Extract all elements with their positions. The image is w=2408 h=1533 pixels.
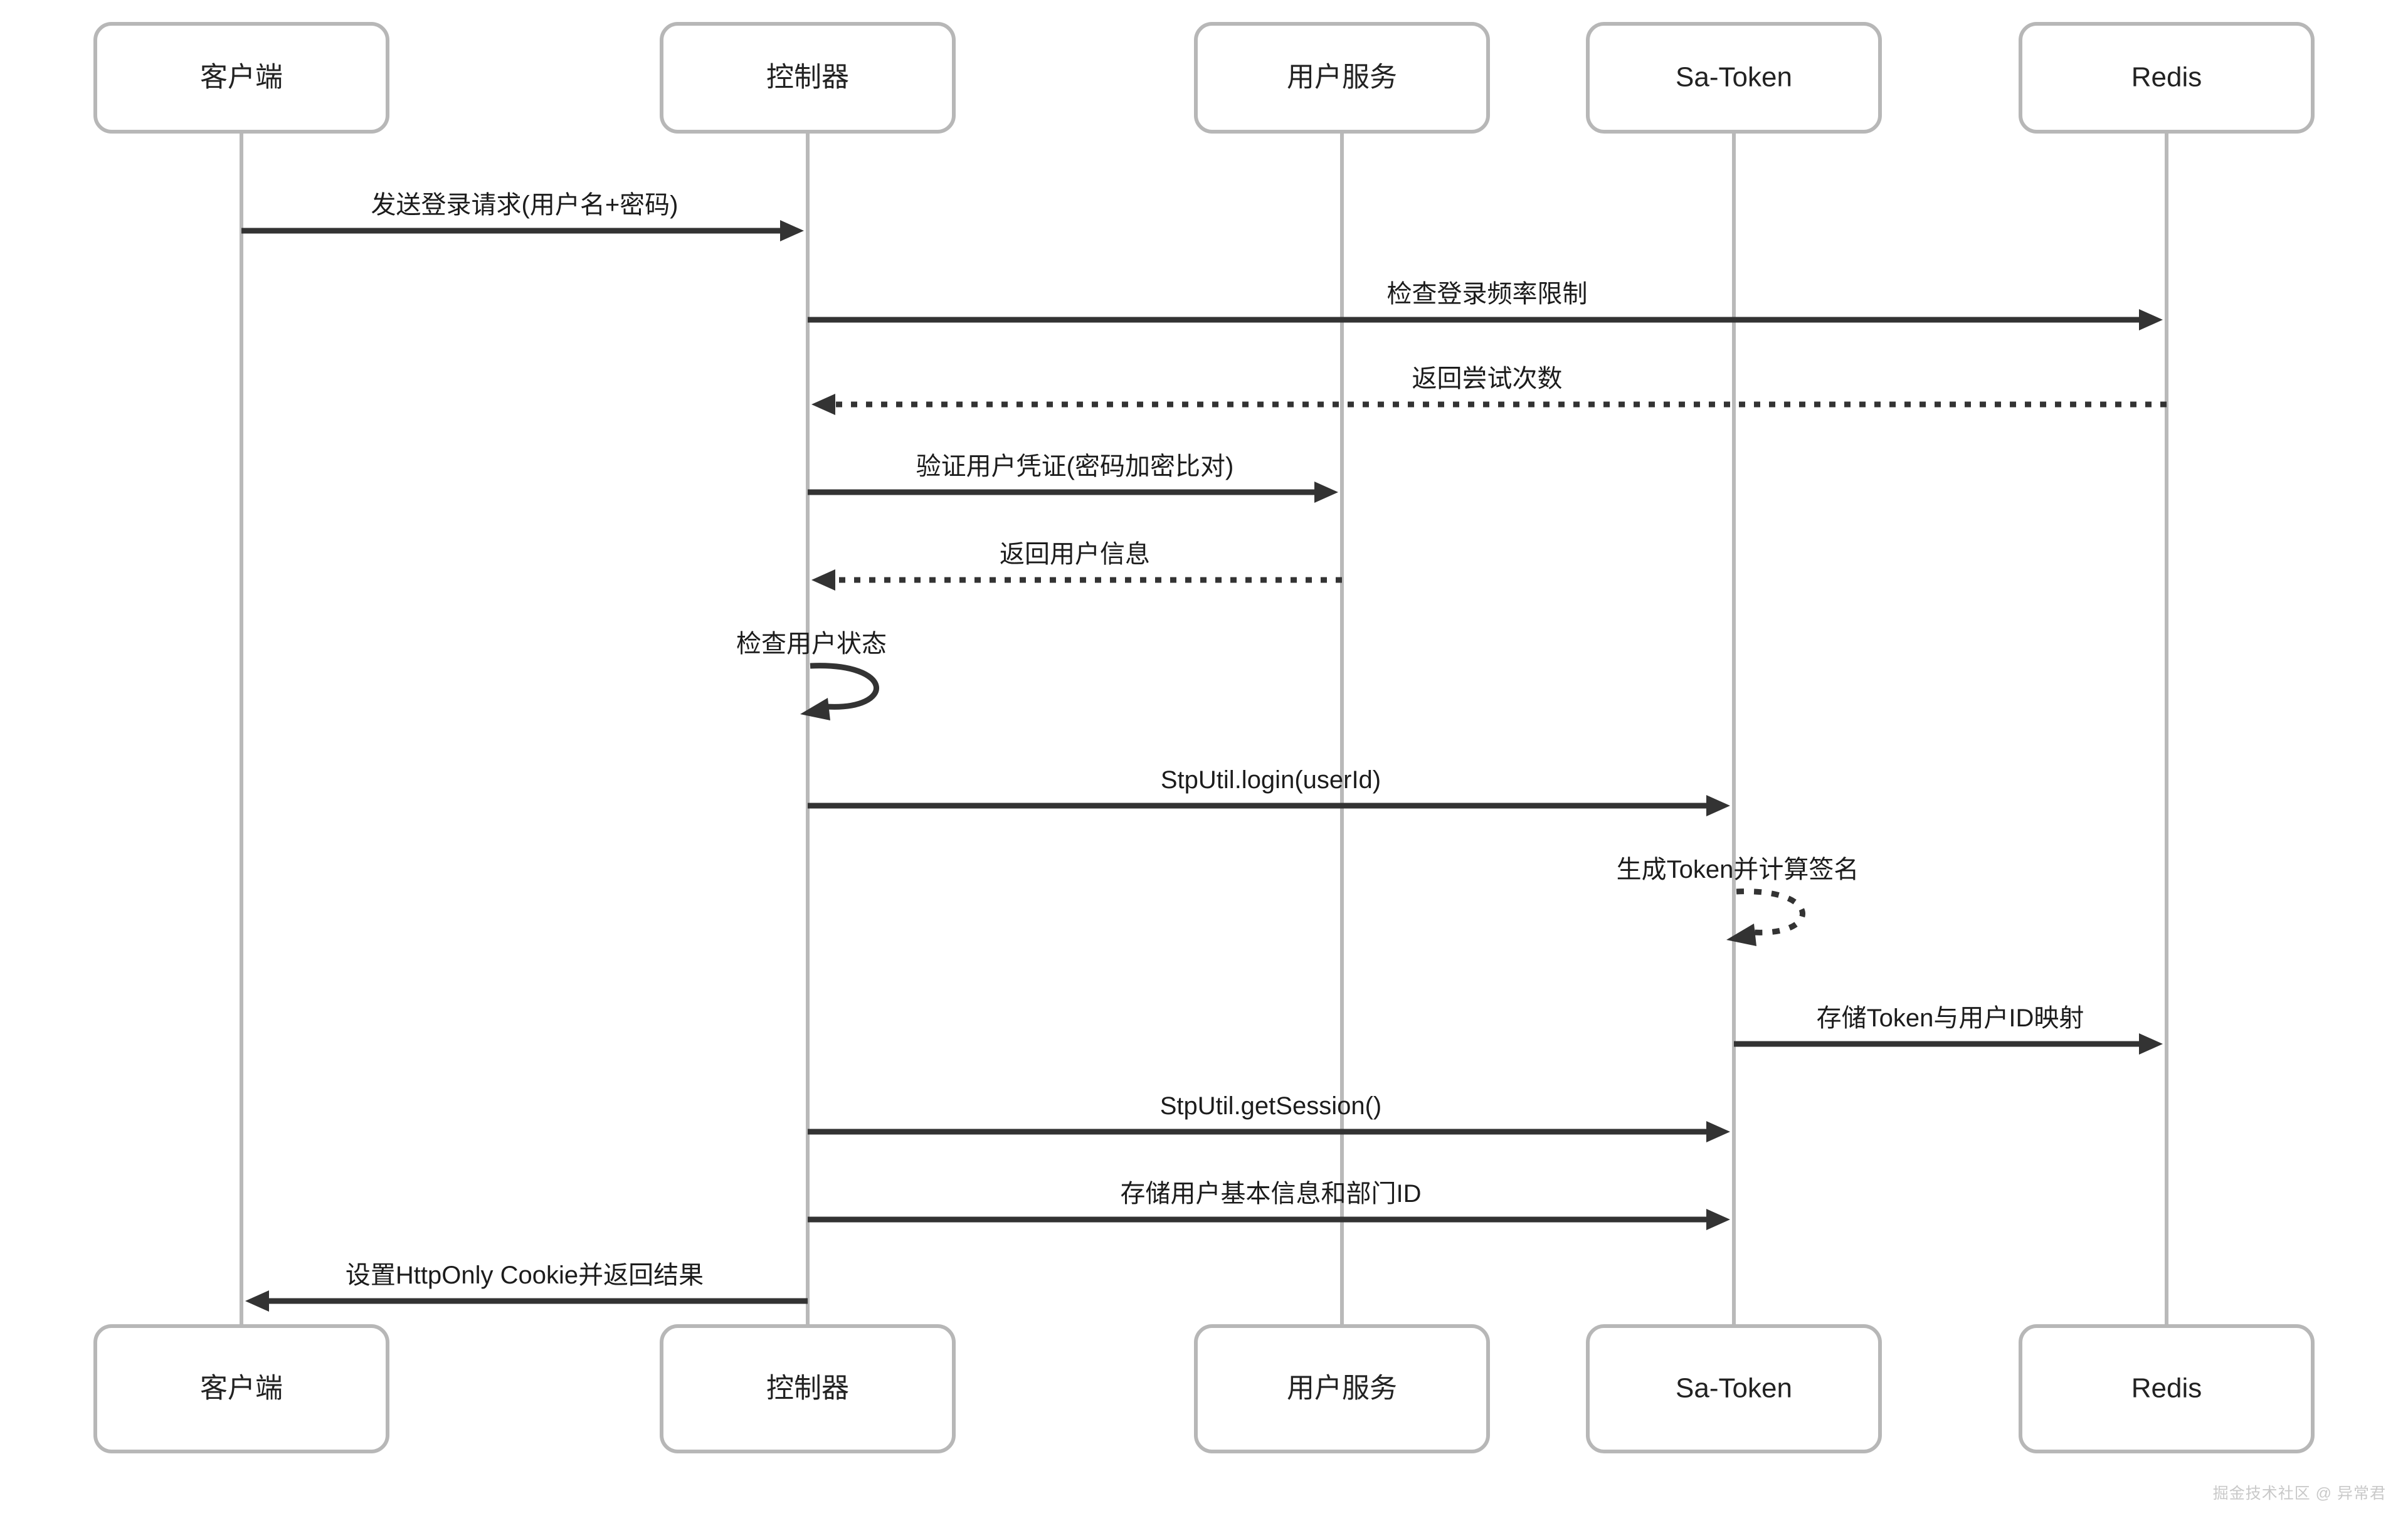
actors-top-layer: 客户端 控制器 用户服务 Sa-Token Redis: [93, 22, 2315, 134]
participant-controller-top[interactable]: 控制器: [660, 22, 956, 134]
participant-label: 用户服务: [1287, 62, 1397, 93]
messages-layer: 发送登录请求(用户名+密码) 检查登录频率限制返回尝试次数验证用户凭证(密码加密比…: [241, 191, 2167, 1312]
message-9: 存储Token与用户ID映射: [1734, 1004, 2163, 1055]
message-12: 设置HttpOnly Cookie并返回结果: [245, 1262, 808, 1312]
message-3: 返回尝试次数: [811, 365, 2167, 415]
arrowhead: [800, 698, 830, 720]
participant-box: [2019, 22, 2315, 134]
message-label: 设置HttpOnly Cookie并返回结果: [346, 1262, 704, 1289]
message-2: 检查登录频率限制: [808, 280, 2163, 330]
message-4: 验证用户凭证(密码加密比对): [808, 453, 1338, 503]
participant-userservice-bottom[interactable]: 用户服务: [1194, 1324, 1490, 1453]
message-label: 存储Token与用户ID映射: [1817, 1004, 2084, 1032]
message-10: StpUtil.getSession(): [808, 1092, 1730, 1142]
arrowhead: [811, 569, 835, 591]
participant-client-bottom[interactable]: 客户端: [93, 1324, 389, 1453]
arrowhead: [1706, 1209, 1730, 1230]
message-label: 验证用户凭证(密码加密比对): [916, 453, 1234, 480]
participant-redis-top[interactable]: Redis: [2019, 22, 2315, 134]
participant-box: [1194, 1324, 1490, 1453]
message-label: 生成Token并计算签名: [1617, 856, 1859, 883]
watermark-label: 掘金技术社区 @ 异常君: [2213, 1485, 2386, 1502]
arrowhead: [245, 1290, 269, 1312]
arrowhead: [2139, 1033, 2163, 1055]
message-label: 存储用户基本信息和部门ID: [1121, 1180, 1422, 1208]
arrowhead: [1706, 795, 1730, 816]
participant-box: [660, 1324, 956, 1453]
message-5: 返回用户信息: [811, 540, 1342, 591]
participant-label: Redis: [2131, 1373, 2202, 1404]
arrowhead: [1706, 1121, 1730, 1142]
participant-label: Redis: [2131, 62, 2202, 93]
participant-box: [1586, 22, 1882, 134]
arrowhead: [780, 220, 804, 241]
message-1: 发送登录请求(用户名+密码): [241, 191, 804, 241]
participant-userservice-top[interactable]: 用户服务: [1194, 22, 1490, 134]
participant-box: [1586, 1324, 1882, 1453]
participant-label: Sa-Token: [1676, 62, 1792, 93]
arrowhead: [1314, 482, 1338, 503]
participant-box: [93, 1324, 389, 1453]
participant-controller-bottom[interactable]: 控制器: [660, 1324, 956, 1453]
message-11: 存储用户基本信息和部门ID: [808, 1180, 1730, 1230]
arrowhead: [1726, 924, 1756, 946]
self-message-loop: [1736, 888, 1805, 935]
arrowhead: [811, 394, 835, 415]
participant-label: 控制器: [766, 62, 849, 93]
arrowhead: [2139, 309, 2163, 330]
participant-satoken-top[interactable]: Sa-Token: [1586, 22, 1882, 134]
message-label: 发送登录请求(用户名+密码): [371, 191, 679, 219]
participant-redis-bottom[interactable]: Redis: [2019, 1324, 2315, 1453]
participant-label: 客户端: [200, 62, 283, 93]
message-label: StpUtil.login(userId): [1161, 766, 1381, 794]
participant-box: [660, 22, 956, 134]
participant-label: Sa-Token: [1676, 1373, 1792, 1404]
message-8: 生成Token并计算签名: [1617, 856, 1859, 946]
message-6: 检查用户状态: [736, 630, 887, 720]
message-7: StpUtil.login(userId): [808, 766, 1730, 816]
message-label: 检查用户状态: [736, 630, 887, 658]
message-label: StpUtil.getSession(): [1160, 1092, 1381, 1120]
participant-box: [93, 22, 389, 134]
participant-satoken-bottom[interactable]: Sa-Token: [1586, 1324, 1882, 1453]
lifelines-layer: [240, 132, 2168, 1326]
actors-bottom-layer: 客户端 控制器 用户服务 Sa-Token Redis: [93, 1324, 2315, 1453]
participant-box: [2019, 1324, 2315, 1453]
message-label: 返回尝试次数: [1412, 365, 1563, 392]
participant-label: 用户服务: [1287, 1373, 1397, 1404]
self-message-loop: [810, 663, 879, 710]
participant-client-top[interactable]: 客户端: [93, 22, 389, 134]
participant-box: [1194, 22, 1490, 134]
message-label: 返回用户信息: [1000, 540, 1150, 568]
participant-label: 控制器: [766, 1373, 849, 1404]
participant-label: 客户端: [200, 1373, 283, 1404]
message-label: 检查登录频率限制: [1387, 280, 1588, 308]
